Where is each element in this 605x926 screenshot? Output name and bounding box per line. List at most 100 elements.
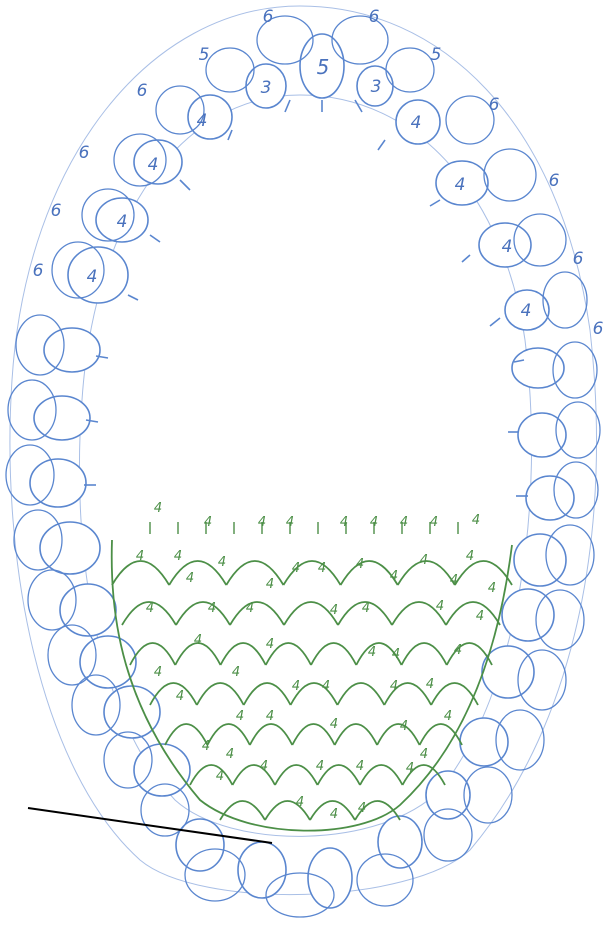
ring-right-count: 4 — [521, 301, 532, 321]
fill-scallop — [220, 801, 265, 820]
fill-count: 4 — [400, 719, 408, 734]
fill-count: 4 — [390, 679, 398, 694]
ring-scallop — [484, 149, 536, 201]
gap-left-count: 6 — [79, 143, 90, 163]
fill-count: 4 — [406, 761, 414, 776]
ring-stitch-oval — [518, 413, 566, 457]
fill-count: 4 — [356, 557, 364, 572]
fill-count: 4 — [420, 553, 428, 568]
fill-count: 4 — [362, 601, 370, 616]
ring-scallop — [446, 96, 494, 144]
fill-count: 4 — [400, 515, 408, 530]
fill-scallop — [226, 561, 283, 585]
fill-count: 4 — [226, 747, 234, 762]
fill-count: 4 — [476, 609, 484, 624]
ring-stitch-oval — [188, 95, 232, 139]
fill-count: 4 — [322, 679, 330, 694]
fill-scallop — [275, 765, 318, 785]
ring-stitch-oval — [80, 636, 136, 688]
ring-scallop — [543, 272, 587, 328]
gap-left-count: 6 — [33, 261, 44, 281]
fill-count: 4 — [318, 561, 326, 576]
gap-left-count: 6 — [137, 81, 148, 101]
center-left-count: 3 — [261, 78, 272, 98]
ring-scallop — [206, 48, 254, 92]
fill-count: 4 — [266, 577, 274, 592]
fill-count: 4 — [420, 747, 428, 762]
stitch-tick — [228, 130, 232, 140]
gap-right-count: 6 — [573, 249, 584, 269]
fill-count: 4 — [202, 739, 210, 754]
fill-count: 4 — [316, 759, 324, 774]
fill-scallop — [446, 602, 500, 625]
ring-scallop — [332, 16, 388, 64]
fill-count: 4 — [330, 717, 338, 732]
gap-right-count: 5 — [431, 45, 442, 65]
gap-right-count: 6 — [369, 7, 380, 27]
fill-scallop — [311, 643, 356, 665]
stitch-tick — [180, 180, 190, 190]
stitch-tick — [430, 200, 440, 206]
ring-stitch-oval — [30, 459, 86, 507]
fill-scallop — [207, 724, 249, 745]
stitch-tick — [128, 295, 138, 300]
fill-count: 4 — [194, 633, 202, 648]
fill-scallop — [360, 765, 403, 785]
fill-count: 4 — [232, 665, 240, 680]
gap-left-count: 6 — [51, 201, 62, 221]
fill-count: 4 — [370, 515, 378, 530]
gap-left-count: 6 — [263, 7, 274, 27]
ring-scallop — [386, 48, 434, 92]
ring-stitch-oval — [378, 816, 422, 868]
fill-scallop — [176, 602, 230, 625]
ring-stitch-oval — [134, 744, 190, 796]
stitch-tick — [490, 318, 500, 326]
fill-count: 4 — [154, 501, 162, 516]
fill-scallop — [221, 643, 266, 665]
ring-stitch-oval — [60, 584, 116, 636]
fill-count: 4 — [146, 601, 154, 616]
fill-count: 4 — [368, 645, 376, 660]
ring-stitch-oval — [514, 534, 566, 586]
ring-stitch-oval — [308, 848, 352, 908]
fill-count: 4 — [292, 561, 300, 576]
fill-scallop — [197, 683, 244, 705]
fill-count: 4 — [330, 807, 338, 822]
stitch-tick — [462, 255, 470, 262]
fill-count: 4 — [292, 679, 300, 694]
ring-stitch-oval — [44, 328, 100, 372]
fill-scallop — [455, 561, 512, 585]
fill-count: 4 — [450, 573, 458, 588]
ring-stitch-oval — [34, 396, 90, 440]
fill-count: 4 — [176, 689, 184, 704]
fill-count: 4 — [266, 637, 274, 652]
fill-count: 4 — [136, 549, 144, 564]
ring-left-count: 4 — [148, 155, 159, 175]
ring-left-count: 4 — [87, 267, 98, 287]
fill-count: 4 — [358, 801, 366, 816]
fill-count: 4 — [466, 549, 474, 564]
gap-right-count: 6 — [489, 95, 500, 115]
fill-count: 4 — [246, 601, 254, 616]
stitch-tick — [378, 140, 385, 150]
fill-count: 4 — [392, 647, 400, 662]
stitch-tick — [150, 235, 160, 242]
fill-count: 4 — [340, 515, 348, 530]
gap-right-count: 6 — [593, 319, 604, 339]
center-large-count: 5 — [317, 55, 330, 79]
fill-count: 4 — [186, 571, 194, 586]
fill-scallop — [250, 724, 292, 745]
center-right-count: 3 — [371, 77, 382, 97]
ring-stitch-oval — [68, 247, 128, 303]
fill-count: 4 — [286, 515, 294, 530]
fill-count: 4 — [174, 549, 182, 564]
fill-count: 4 — [356, 759, 364, 774]
fill-count: 4 — [488, 581, 496, 596]
outer-ring-guide — [10, 6, 597, 895]
fill-scallop — [337, 683, 384, 705]
ring-stitch-oval — [502, 589, 554, 641]
fill-count: 4 — [330, 603, 338, 618]
fill-count: 4 — [260, 759, 268, 774]
fill-count: 4 — [390, 569, 398, 584]
